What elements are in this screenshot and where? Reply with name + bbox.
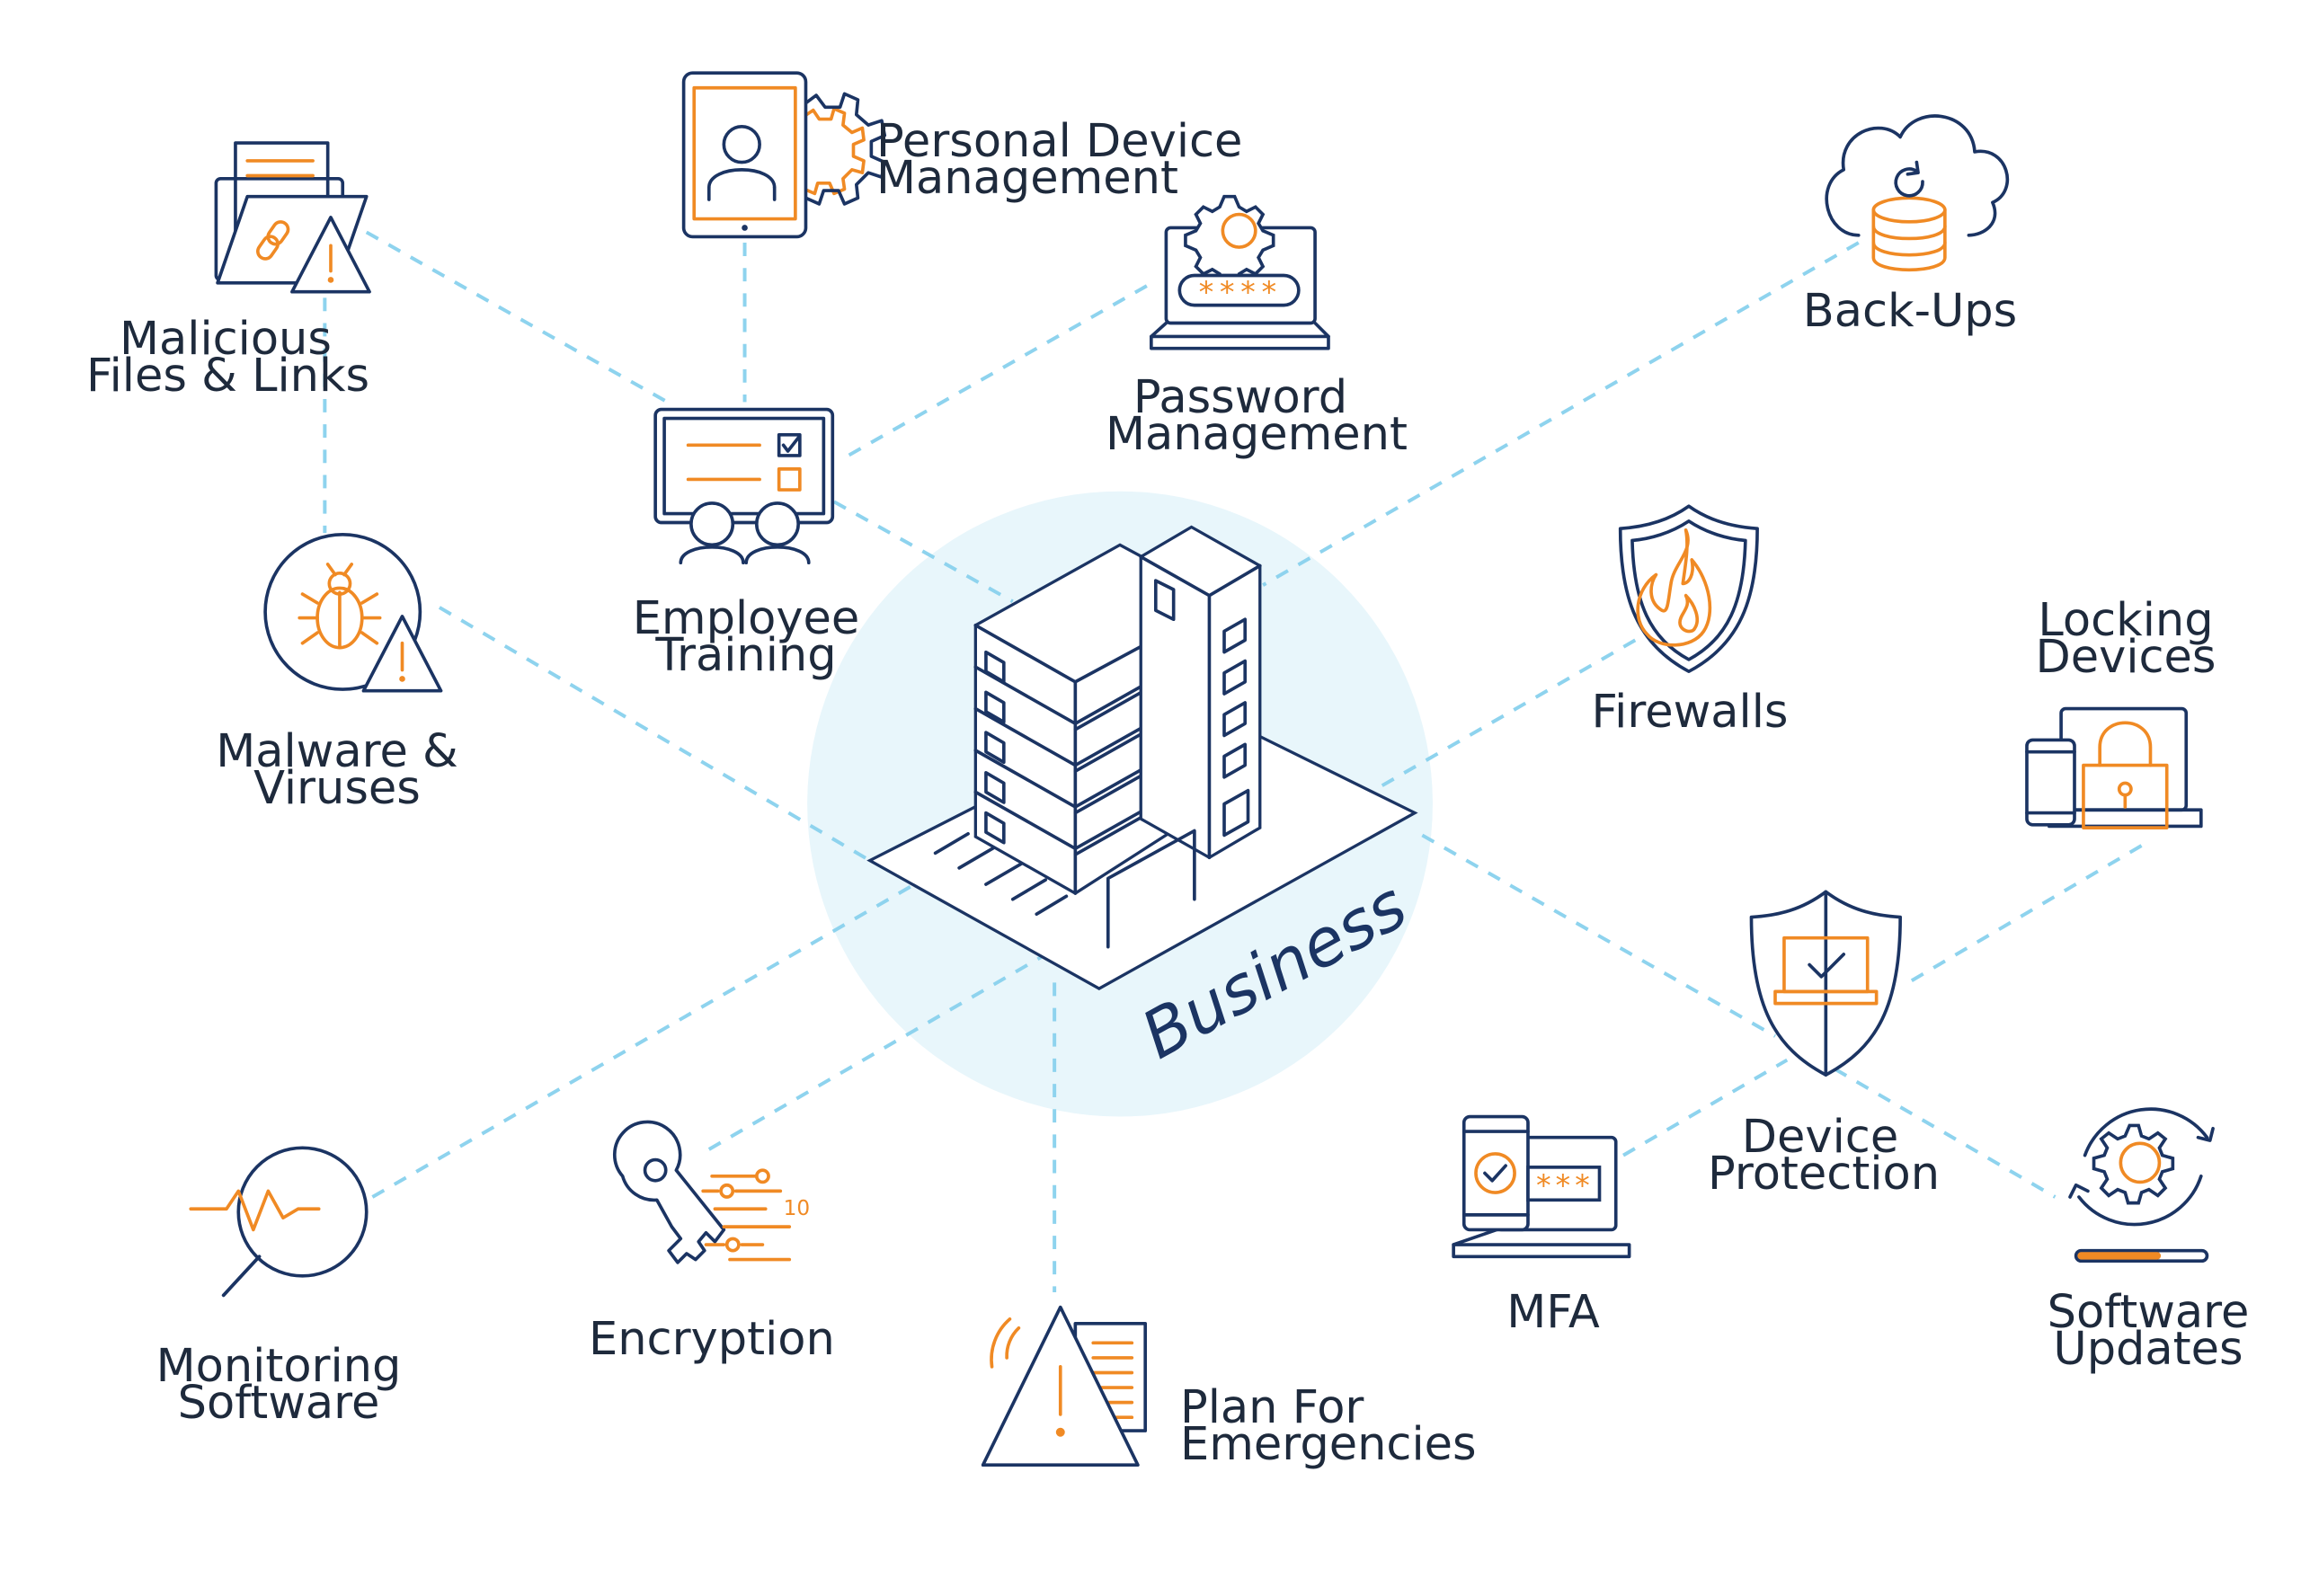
plan-emergencies-line-2: Emergencies: [1180, 1418, 1477, 1471]
device-protection-line-2: Protection: [1708, 1148, 1941, 1201]
phone-laptop-password-icon: ***: [1452, 1114, 1631, 1259]
link-business-protection: [1421, 833, 1776, 1038]
office-building-icon: [866, 525, 1418, 990]
backups-label: Back-Ups: [1798, 285, 2022, 338]
monitoring-label: Monitoring Software: [153, 1340, 404, 1430]
locking-devices-label: Locking Devices: [2013, 594, 2238, 684]
mfa-label: MFA: [1463, 1286, 1643, 1339]
gear-refresh-progress-icon: [2068, 1107, 2215, 1264]
software-updates-line-2: Updates: [2053, 1323, 2243, 1376]
link-malicious-training: [365, 230, 669, 404]
malware-label: Malware & Viruses: [216, 725, 458, 815]
laptop-password-gear-icon: ****: [1150, 194, 1330, 350]
link-training-business: [832, 500, 1014, 604]
svg-text:****: ****: [1197, 274, 1281, 309]
plan-emergencies-label: Plan For Emergencies: [1180, 1381, 1477, 1471]
bug-warning-icon: [263, 532, 443, 693]
employee-training-line-2: Training: [655, 629, 837, 682]
encryption-line-1: Encryption: [589, 1313, 835, 1366]
backups-line-1: Back-Ups: [1802, 285, 2018, 338]
malicious-files-line-2: Files & Links: [86, 350, 370, 403]
software-updates-label: Software Updates: [2027, 1286, 2270, 1376]
locking-devices-line-2: Devices: [2035, 631, 2217, 684]
malicious-files-label: Malicious Files & Links: [86, 313, 370, 403]
tablet-user-gear-icon: [681, 71, 887, 239]
link-backups-business: [1262, 241, 1860, 587]
link-password-training: [841, 284, 1148, 460]
devices-padlock-icon: [2025, 706, 2203, 829]
firewalls-line-1: Firewalls: [1591, 686, 1789, 739]
link-monitoring-business: [371, 882, 916, 1199]
link-locking-protection: [1902, 844, 2143, 988]
magnifier-pulse-icon: [189, 1146, 369, 1298]
plan-emergencies-line-1: Plan For: [1180, 1381, 1364, 1434]
svg-text:***: ***: [1534, 1167, 1593, 1202]
personal-device-line-1: Personal Device: [876, 115, 1243, 168]
file-link-warning-icon: [214, 141, 371, 294]
monitoring-line-2: Software: [177, 1377, 380, 1430]
device-protection-line-1: Device: [1741, 1111, 1899, 1164]
encryption-label: Encryption: [589, 1313, 835, 1366]
mfa-line-1: MFA: [1506, 1286, 1600, 1339]
employee-training-line-1: Employee: [632, 592, 860, 645]
shield-flame-icon: [1618, 504, 1759, 674]
password-mgmt-label: Password Management: [1106, 371, 1408, 461]
firewalls-label: Firewalls: [1591, 686, 1789, 739]
cloud-database-icon: [1825, 114, 2009, 271]
warning-alert-document-icon: [981, 1305, 1148, 1467]
link-mfa-protection: [1622, 1058, 1789, 1157]
software-updates-line-1: Software: [2047, 1286, 2250, 1339]
connector-lines: [323, 230, 2143, 1293]
password-mgmt-line-1: Password: [1133, 371, 1348, 424]
malicious-files-line-1: Malicious: [120, 313, 332, 366]
shield-laptop-check-icon: [1749, 890, 1902, 1077]
personal-device-line-2: Management: [876, 152, 1178, 205]
employee-training-label: Employee Training: [620, 592, 872, 682]
monitor-checklist-people-icon: [653, 407, 835, 565]
key-data-icon: 10: [612, 1120, 811, 1264]
link-protection-updates: [1834, 1067, 2057, 1199]
personal-device-label: Personal Device Management: [876, 115, 1243, 205]
monitoring-line-1: Monitoring: [155, 1340, 402, 1393]
svg-text:10: 10: [784, 1196, 811, 1220]
malware-line-1: Malware &: [216, 725, 458, 778]
device-protection-label: Device Protection: [1708, 1111, 1941, 1201]
locking-devices-line-1: Locking: [2038, 594, 2214, 647]
link-malware-business: [438, 606, 871, 863]
password-mgmt-line-2: Management: [1106, 408, 1408, 461]
malware-line-2: Viruses: [253, 762, 421, 815]
